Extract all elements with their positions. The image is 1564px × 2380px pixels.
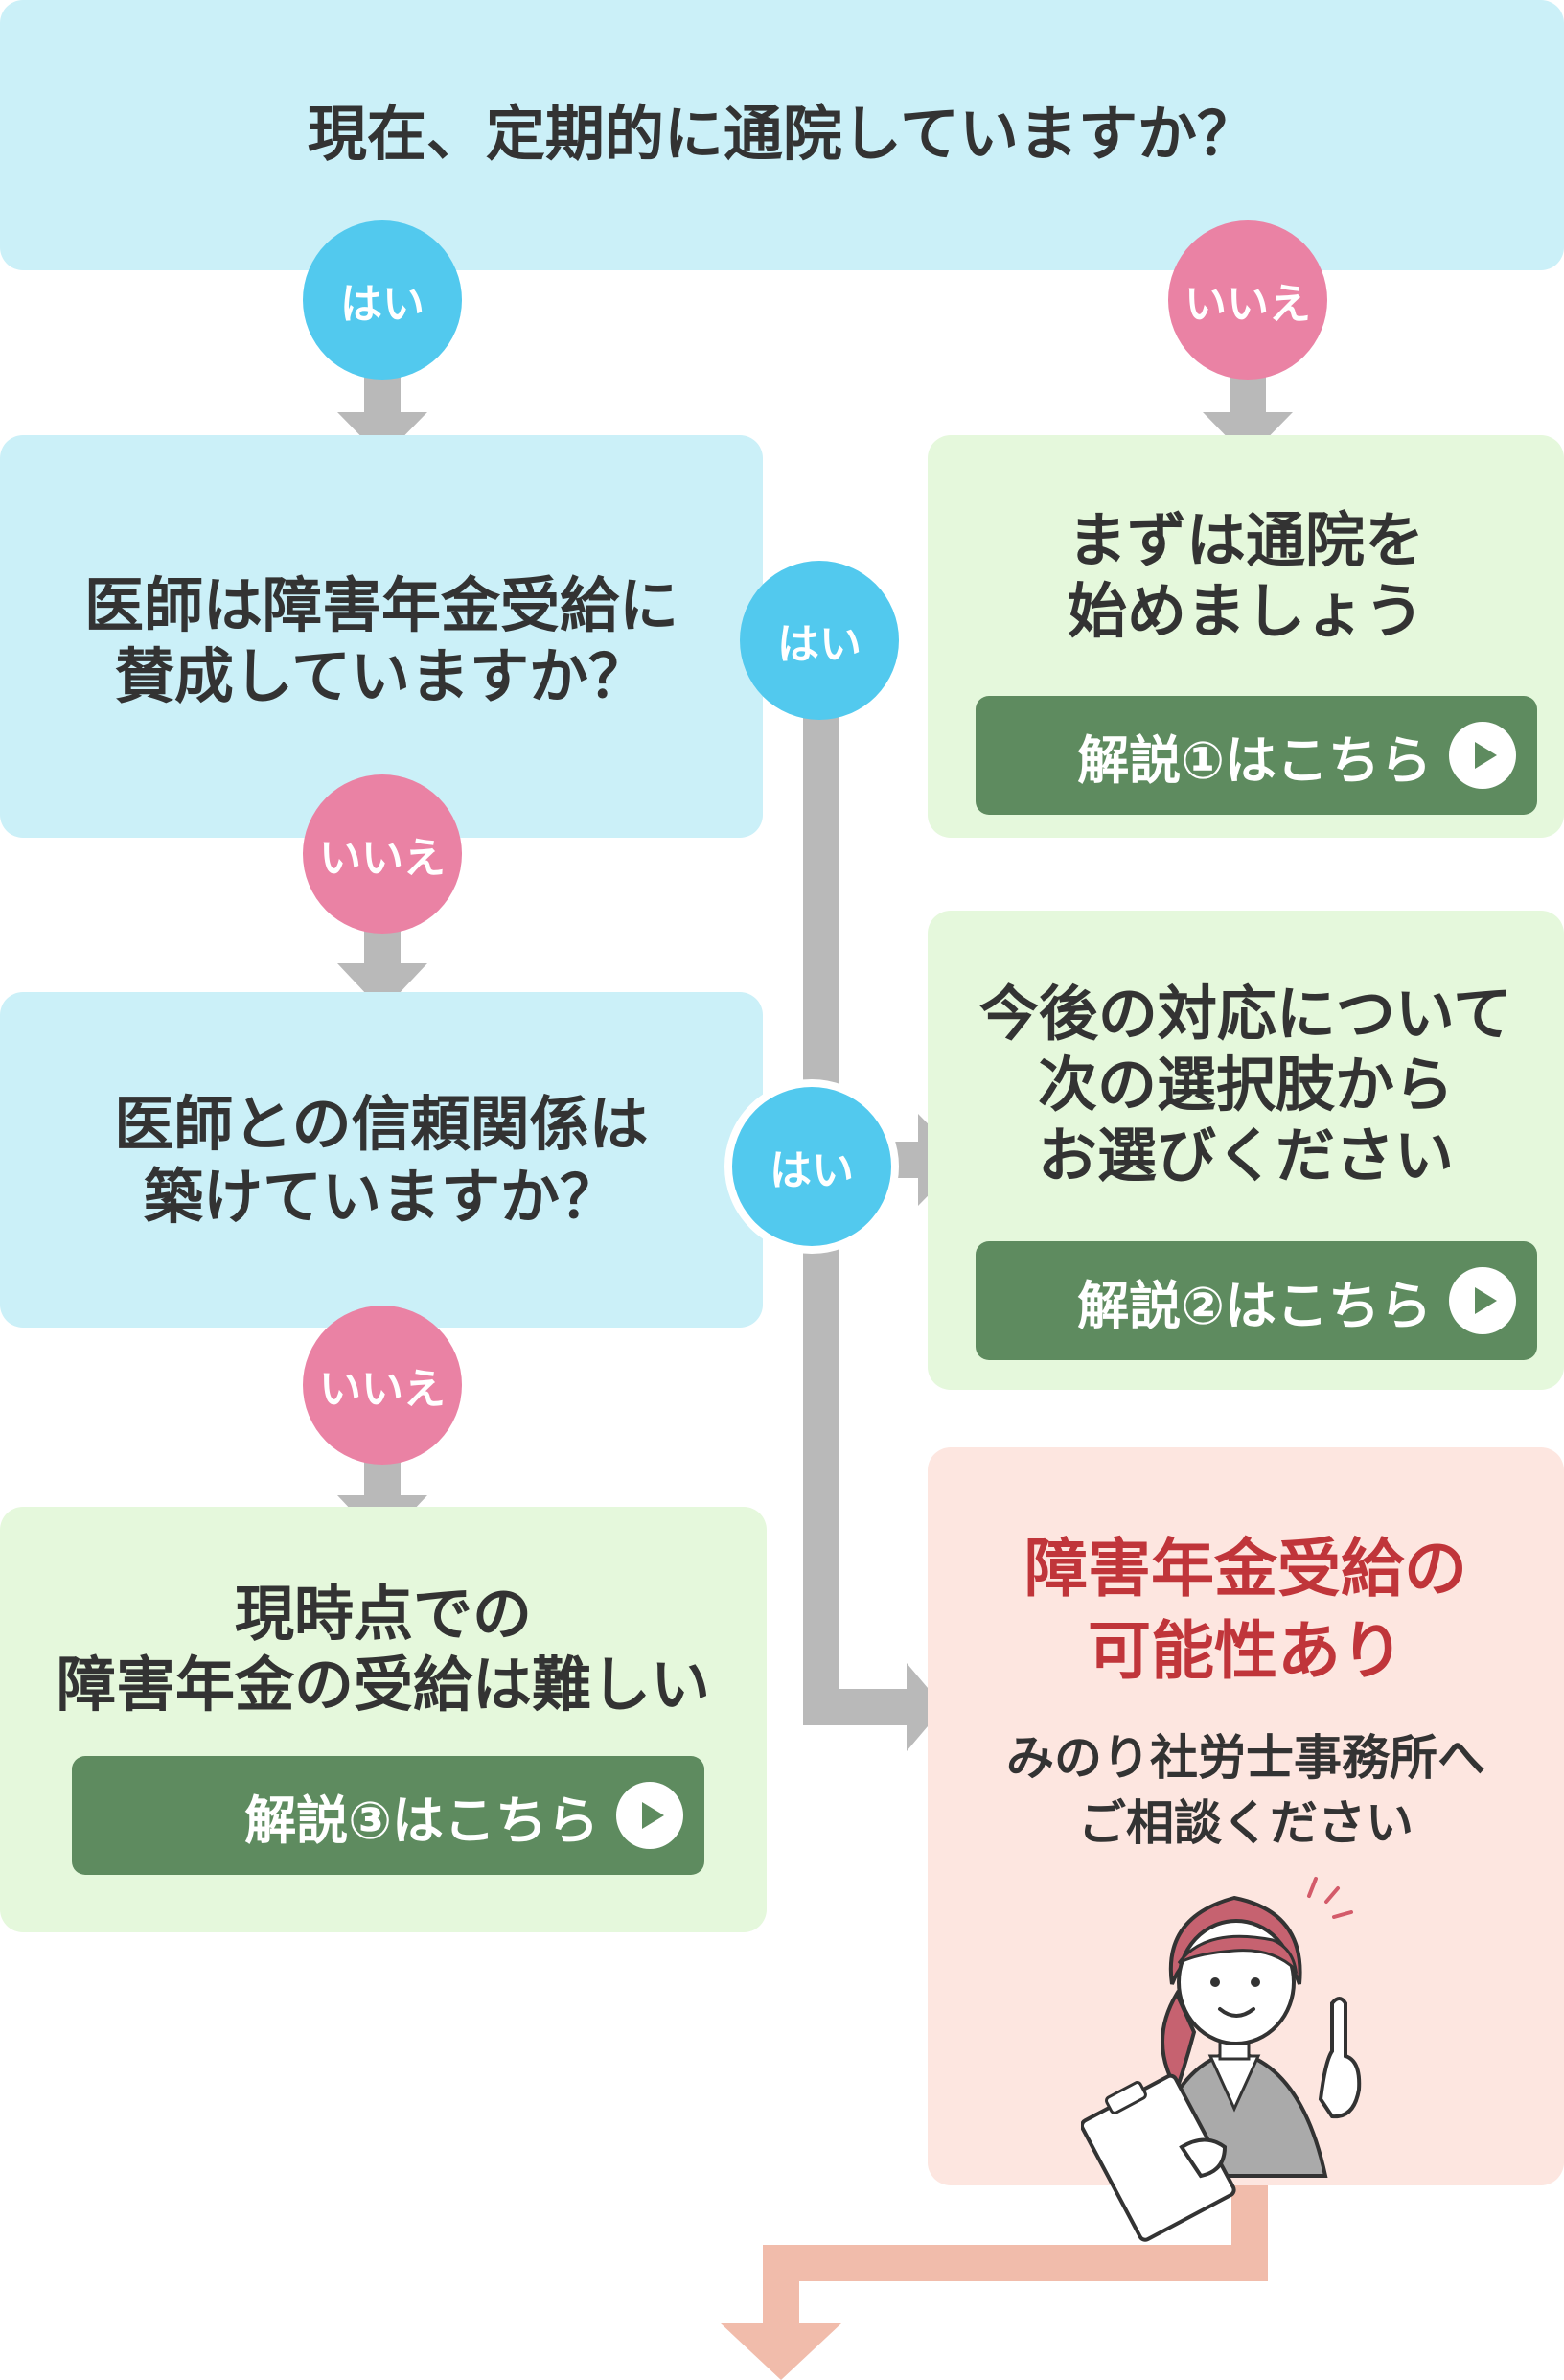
result-4-title-line1: 障害年金受給の (1024, 1532, 1467, 1606)
play-circle-icon (616, 1782, 683, 1849)
attention-lines-icon (1307, 1877, 1353, 1919)
question-2-line2: 賛成していますか？ (114, 641, 649, 711)
result-2-line1: 今後の対応について (978, 979, 1513, 1049)
result-3-box: 現時点での 障害年金の受給は難しい 解説③はこちら (0, 1507, 767, 1932)
consultant-illustration (1081, 1877, 1362, 2242)
question-3-box: 医師との信頼関係は 築けていますか？ (0, 992, 763, 1328)
q1-no-badge: いいえ (1168, 220, 1327, 380)
question-2-line1: 医師は障害年金受給に (83, 570, 678, 640)
play-circle-icon (1449, 722, 1516, 789)
result-4-sub-line2: ご相談ください (1078, 1795, 1414, 1851)
explanation-1-button[interactable]: 解説①はこちら (976, 696, 1537, 815)
result-1-line2: 始めましょう (1067, 576, 1424, 646)
question-2-box: 医師は障害年金受給に 賛成していますか？ (0, 435, 763, 838)
q3-yes-badge: はい (724, 1079, 899, 1254)
arrow-exit (721, 2166, 1268, 2380)
explanation-2-button-label: 解説②はこちら (1077, 1275, 1432, 1336)
result-1-box: まずは通院を 始めましょう 解説①はこちら (928, 435, 1564, 838)
result-3-line1: 現時点での (234, 1579, 532, 1649)
result-4-box: 障害年金受給の 可能性あり みのり社労士事務所へ ご相談ください (928, 1447, 1564, 2242)
question-3-line1: 医師との信頼関係は (114, 1089, 649, 1159)
explanation-1-button-label: 解説①はこちら (1077, 729, 1432, 791)
result-4-sub-line1: みのり社労士事務所へ (1006, 1730, 1485, 1786)
question-3-line2: 築けていますか？ (143, 1162, 619, 1232)
q2-no-badge: いいえ (303, 774, 462, 934)
result-2-box: 今後の対応について 次の選択肢から お選びください 解説②はこちら (928, 911, 1564, 1390)
explanation-3-button-label: 解説③はこちら (244, 1790, 599, 1851)
explanation-2-button[interactable]: 解説②はこちら (976, 1241, 1537, 1360)
q1-yes-badge: はい (303, 220, 462, 380)
explanation-3-button[interactable]: 解説③はこちら (72, 1756, 704, 1875)
result-1-line1: まずは通院を (1067, 505, 1424, 575)
result-2-line3: お選びください (1037, 1121, 1454, 1190)
result-2-line2: 次の選択肢から (1037, 1050, 1454, 1120)
result-3-line2: 障害年金の受給は難しい (56, 1650, 710, 1720)
question-1-box: 現在、定期的に通院していますか？ (0, 0, 1564, 270)
result-4-title-line2: 可能性あり (1088, 1614, 1404, 1688)
question-1-text: 現在、定期的に通院していますか？ (307, 99, 1257, 169)
q2-yes-badge: はい (740, 561, 899, 720)
play-circle-icon (1449, 1267, 1516, 1334)
q3-no-badge: いいえ (303, 1306, 462, 1465)
